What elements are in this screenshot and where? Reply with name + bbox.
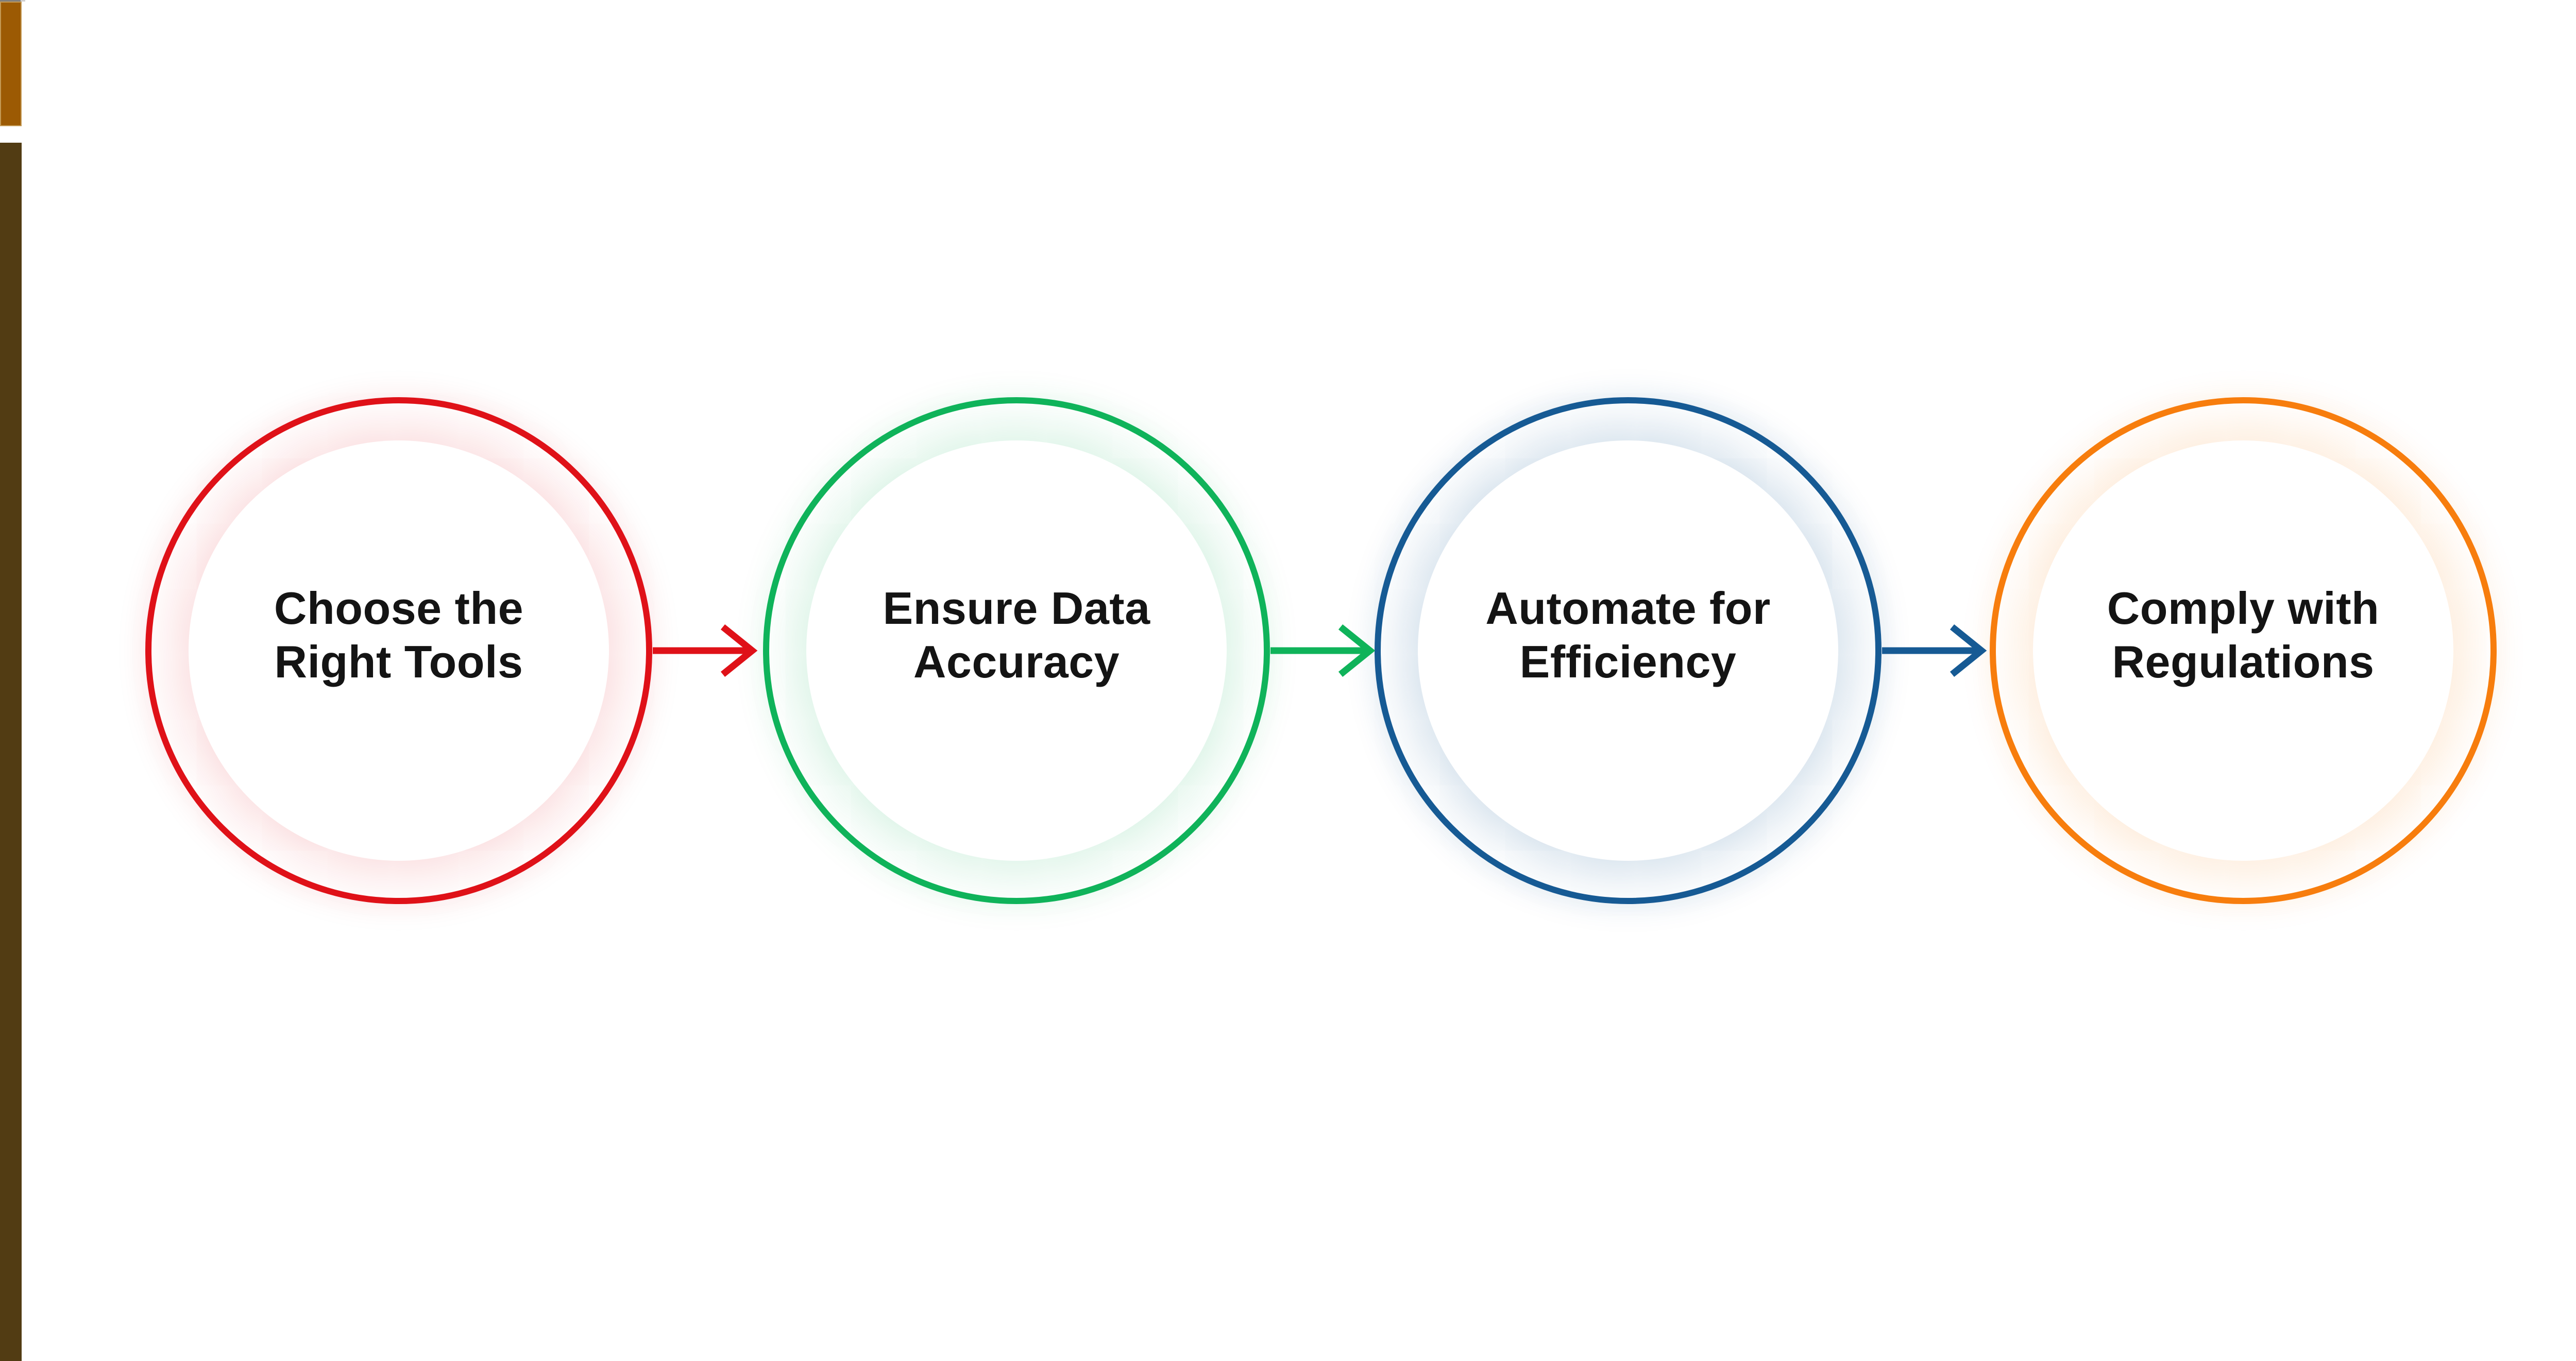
- step-1-label-line2: Right Tools: [274, 636, 523, 687]
- step-1-label: Choose the Right Tools: [145, 397, 652, 904]
- step-1-label-line1: Choose the: [274, 583, 524, 634]
- process-step-3: Automate for Efficiency: [1375, 397, 1882, 904]
- step-2-label-line1: Ensure Data: [883, 583, 1150, 634]
- step-2-label: Ensure Data Accuracy: [763, 397, 1270, 904]
- step-3-label-line1: Automate for: [1485, 583, 1771, 634]
- arrow-right-icon-3: [1882, 624, 1987, 677]
- arrow-right-icon-2: [1270, 624, 1376, 677]
- process-step-1: Choose the Right Tools: [145, 397, 652, 904]
- step-4-label-line2: Regulations: [2112, 636, 2375, 687]
- accent-bar-top: [0, 2, 22, 126]
- window-edge-strip-dark: [0, 0, 21, 2]
- process-step-2: Ensure Data Accuracy: [763, 397, 1270, 904]
- process-step-4: Comply with Regulations: [1990, 397, 2497, 904]
- window-edge-strip-light: [21, 0, 25, 2]
- step-3-label-line2: Efficiency: [1519, 636, 1737, 687]
- step-4-label: Comply with Regulations: [1990, 397, 2497, 904]
- accent-bar-side: [0, 143, 22, 1361]
- step-3-label: Automate for Efficiency: [1375, 397, 1882, 904]
- step-2-label-line2: Accuracy: [913, 636, 1120, 687]
- step-4-label-line1: Comply with: [2107, 583, 2380, 634]
- arrow-right-icon-1: [653, 624, 758, 677]
